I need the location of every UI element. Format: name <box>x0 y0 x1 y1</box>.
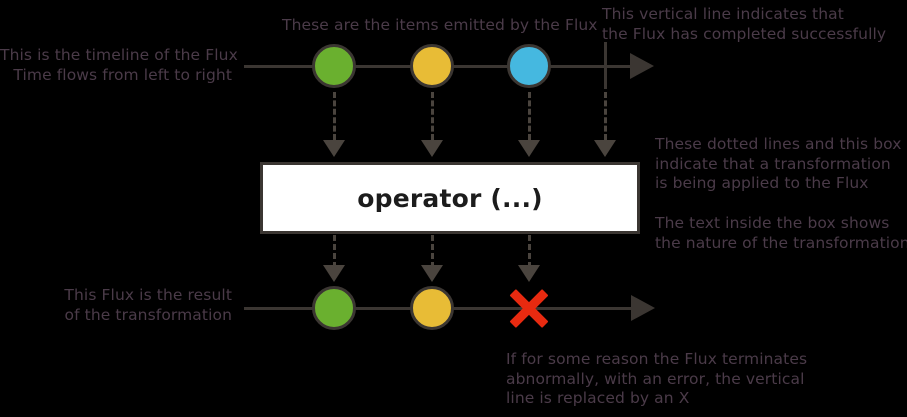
dotted-line-complete-in <box>604 92 607 140</box>
dotted-line-yellow-in <box>431 92 434 140</box>
marble-yellow-2[interactable] <box>410 286 454 330</box>
dotted-line-green-out <box>333 235 336 268</box>
marble-yellow-1[interactable] <box>410 44 454 88</box>
dotted-line-green-in <box>333 92 336 140</box>
annotation-transformation: These dotted lines and this box indicate… <box>655 135 902 192</box>
annotation-result: This Flux is the result of the transform… <box>64 286 232 324</box>
source-timeline-arrowhead <box>630 53 654 79</box>
annotation-error: If for some reason the Flux terminates a… <box>506 350 808 407</box>
error-x-icon[interactable] <box>506 285 552 331</box>
marble-green-2[interactable] <box>312 286 356 330</box>
dotted-arrowhead-green-out <box>323 265 345 282</box>
dotted-arrowhead-blue-in <box>518 140 540 157</box>
marble-blue-1[interactable] <box>507 44 551 88</box>
dotted-arrowhead-green-in <box>323 140 345 157</box>
dotted-line-blue-in <box>528 92 531 140</box>
dotted-arrowhead-complete-in <box>594 140 616 157</box>
dotted-arrowhead-error-out <box>518 265 540 282</box>
annotation-timeline: This is the timeline of the Flux Time fl… <box>0 46 238 84</box>
marble-green-1[interactable] <box>312 44 356 88</box>
annotation-operator-text: The text inside the box shows the nature… <box>655 214 907 252</box>
annotation-complete: This vertical line indicates that the Fl… <box>602 5 887 43</box>
result-timeline-arrowhead <box>631 295 655 321</box>
dotted-arrowhead-yellow-in <box>421 140 443 157</box>
dotted-line-error-out <box>528 235 531 268</box>
operator-label: operator (...) <box>357 183 543 213</box>
annotation-items: These are the items emitted by the Flux <box>282 16 598 34</box>
completion-line <box>604 42 607 89</box>
dotted-line-yellow-out <box>431 235 434 268</box>
dotted-arrowhead-yellow-out <box>421 265 443 282</box>
operator-box[interactable]: operator (...) <box>260 162 640 234</box>
